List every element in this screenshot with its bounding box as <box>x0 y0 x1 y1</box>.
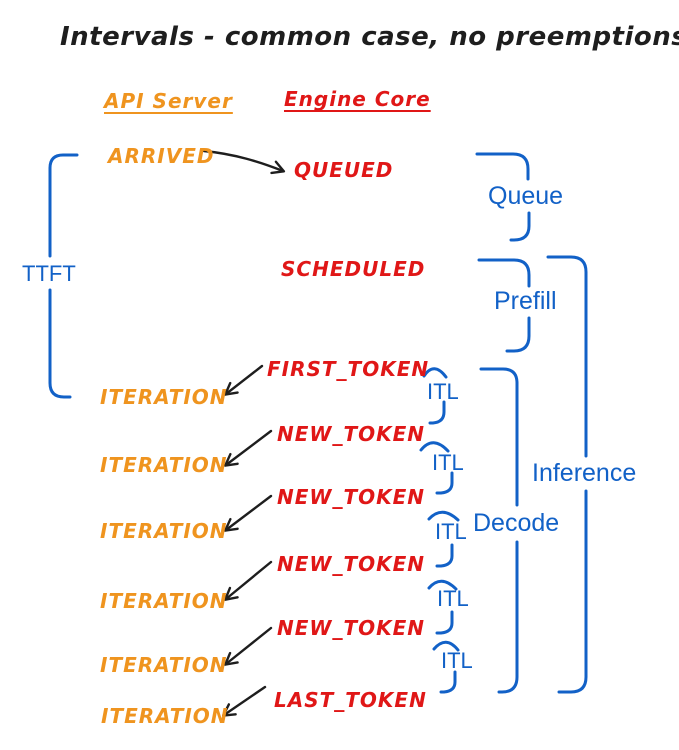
itl-hook-4 <box>427 579 458 591</box>
interval-label-queue: Queue <box>488 182 564 210</box>
event-iteration-5: ITERATION <box>100 653 228 677</box>
queue-bracket-arrow <box>509 211 531 242</box>
event-iteration-2: ITERATION <box>100 453 228 477</box>
diagram-title: Intervals - common case, no preemptions <box>60 22 679 52</box>
column-header-engine-core: Engine Core <box>284 87 431 111</box>
arrow-last-token-to-iteration-6 <box>221 685 267 717</box>
itl-arrow-2 <box>435 471 454 495</box>
event-arrived: ARRIVED <box>108 144 215 168</box>
event-new-token-4: NEW_TOKEN <box>277 616 426 640</box>
itl-arrow-4 <box>435 610 454 635</box>
event-last-token: LAST_TOKEN <box>274 688 427 712</box>
interval-label-ttft: TTFT <box>22 261 76 286</box>
event-first-token: FIRST_TOKEN <box>267 357 430 381</box>
event-iteration-4: ITERATION <box>100 589 228 613</box>
event-new-token-3: NEW_TOKEN <box>277 552 426 576</box>
arrow-new-token-2-to-iteration-3 <box>224 494 273 532</box>
arrow-arrived-to-queued <box>202 149 286 175</box>
interval-label-prefill: Prefill <box>494 287 557 315</box>
event-queued: QUEUED <box>294 158 394 182</box>
event-iteration-1: ITERATION <box>100 385 228 409</box>
interval-label-itl-2: ITL <box>432 450 464 475</box>
arrow-new-token-1-to-iteration-2 <box>224 429 273 467</box>
event-iteration-6: ITERATION <box>101 704 229 728</box>
itl-hook-5 <box>432 640 460 652</box>
inference-bracket-top <box>546 255 588 458</box>
decode-bracket-top <box>479 367 519 507</box>
event-new-token-1: NEW_TOKEN <box>277 422 426 446</box>
queue-bracket-top <box>475 152 530 181</box>
interval-label-itl-3: ITL <box>435 519 467 544</box>
interval-label-itl-1: ITL <box>427 379 459 404</box>
prefill-bracket-top <box>477 258 531 288</box>
itl-hook-3 <box>427 510 460 522</box>
arrow-first-token-to-iteration-1 <box>224 364 264 396</box>
event-new-token-2: NEW_TOKEN <box>277 485 426 509</box>
inference-bracket-arrow <box>557 489 588 694</box>
itl-arrow-5 <box>439 670 457 694</box>
prefill-bracket-arrow <box>505 316 531 353</box>
decode-bracket-arrow <box>497 540 519 694</box>
interval-label-itl-5: ITL <box>441 648 473 673</box>
ttft-bracket-arrow <box>48 288 72 399</box>
ttft-bracket-top <box>48 153 79 258</box>
interval-label-itl-4: ITL <box>437 586 469 611</box>
column-header-api-server: API Server <box>104 89 233 113</box>
arrow-new-token-3-to-iteration-4 <box>224 560 273 601</box>
itl-hook-1 <box>422 367 448 379</box>
interval-label-decode: Decode <box>473 509 560 537</box>
itl-hook-2 <box>419 441 450 453</box>
event-scheduled: SCHEDULED <box>281 257 426 281</box>
itl-arrow-3 <box>435 543 454 568</box>
arrow-new-token-4-to-iteration-5 <box>224 626 273 666</box>
interval-label-inference: Inference <box>532 459 637 487</box>
event-iteration-3: ITERATION <box>100 519 228 543</box>
itl-arrow-1 <box>428 400 446 425</box>
